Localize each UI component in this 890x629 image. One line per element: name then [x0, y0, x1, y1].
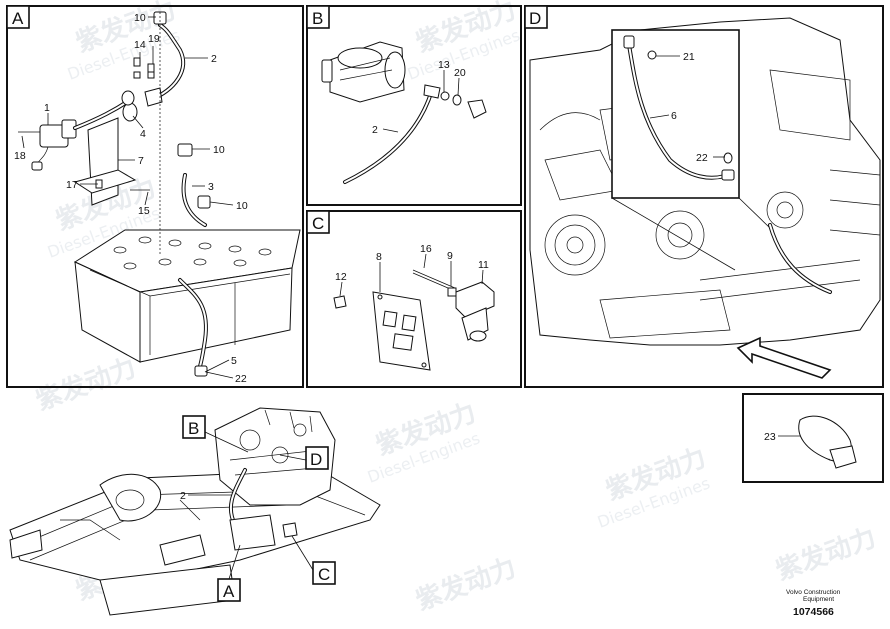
watermark-cn-9: 紫发动力: [412, 552, 520, 617]
overview-cable-number: 2: [180, 490, 186, 502]
callout-c-tag: [312, 561, 336, 585]
part-number: 10: [213, 144, 225, 156]
callout-d-leader: [279, 454, 307, 461]
part-number: 9: [447, 250, 453, 262]
panel-c-leaders: [339, 253, 484, 297]
panel-c-drawing: [333, 269, 495, 371]
panel-d-drawing: [529, 17, 881, 379]
part-number: 6: [671, 110, 677, 122]
part-number: 10: [236, 200, 248, 212]
part-number: 3: [208, 181, 214, 193]
clamp-part-number: 23: [764, 431, 776, 443]
panel-c-label: C: [312, 214, 324, 233]
part-number: 2: [211, 53, 217, 65]
panel-a-tag: [6, 5, 30, 29]
part-number: 19: [148, 33, 160, 45]
callout-c: C: [318, 565, 330, 584]
panel-b-label: B: [312, 9, 323, 28]
part-number: 2: [372, 124, 378, 136]
callout-b: B: [188, 419, 199, 438]
panel-a-label: A: [12, 9, 24, 28]
part-number: 5: [231, 355, 237, 367]
part-number: 13: [438, 59, 450, 71]
panel-a-drawing: [18, 11, 301, 377]
panel-a-leaders: [21, 16, 234, 379]
part-number: 20: [454, 67, 466, 79]
footer-drawing-number: 1074566: [793, 606, 834, 618]
panel-b-tag: [306, 5, 330, 29]
cover-plate: [372, 291, 431, 371]
part-number: 4: [140, 128, 146, 140]
callout-b-tag: [182, 415, 206, 439]
part-number: 7: [138, 155, 144, 167]
part-number: 16: [420, 243, 432, 255]
clamp-frame: [742, 393, 884, 483]
callout-d: D: [310, 450, 322, 469]
watermark-cn-10: 紫发动力: [772, 522, 880, 587]
callout-b-leader: [204, 431, 249, 453]
panel-b-leaders: [382, 70, 460, 133]
part-number: 8: [376, 251, 382, 263]
panel-d-numbers: 21 6 22: [671, 51, 708, 164]
part-number: 17: [66, 179, 78, 191]
overview-drawing: [9, 407, 381, 616]
panel-c-frame: [306, 210, 522, 388]
clamp-drawing: [798, 415, 857, 469]
panel-b-numbers: 13 20 2: [372, 59, 466, 136]
panel-c-numbers: 16 9 11 12 8: [335, 243, 489, 283]
footer-maker-line1: Volvo Construction: [786, 589, 841, 596]
panel-b-drawing: [321, 41, 487, 184]
panel-b-frame: [306, 5, 522, 206]
callout-a-leader: [228, 544, 241, 580]
part-number: 1: [44, 102, 50, 114]
panel-d-tag: [524, 5, 548, 29]
panel-c-tag: [306, 210, 330, 234]
part-number: 22: [696, 152, 708, 164]
callout-a: A: [223, 582, 235, 601]
part-number: 15: [138, 205, 150, 217]
panel-a-numbers: 10 14 19 2 1 4 18 7 17 15 10 3 10 5 22: [14, 12, 248, 385]
part-number: 11: [478, 259, 489, 271]
callout-d-tag: [305, 446, 329, 470]
part-number: 21: [683, 51, 695, 63]
part-number: 22: [235, 373, 247, 385]
watermark-cn-7: 紫发动力: [32, 352, 140, 417]
callout-c-leader: [291, 535, 314, 571]
overview-engine: [214, 407, 336, 506]
panel-d-leaders: [649, 55, 725, 158]
part-number: 10: [134, 12, 146, 24]
part-number: 14: [134, 39, 146, 51]
view-direction-arrow: [736, 336, 832, 379]
part-number: 12: [335, 271, 347, 283]
footer-maker-line2: Equipment: [803, 596, 834, 603]
panel-d-frame: [524, 5, 884, 388]
part-number: 18: [14, 150, 26, 162]
panel-a-frame: [6, 5, 304, 388]
panel-d-label: D: [529, 9, 541, 28]
